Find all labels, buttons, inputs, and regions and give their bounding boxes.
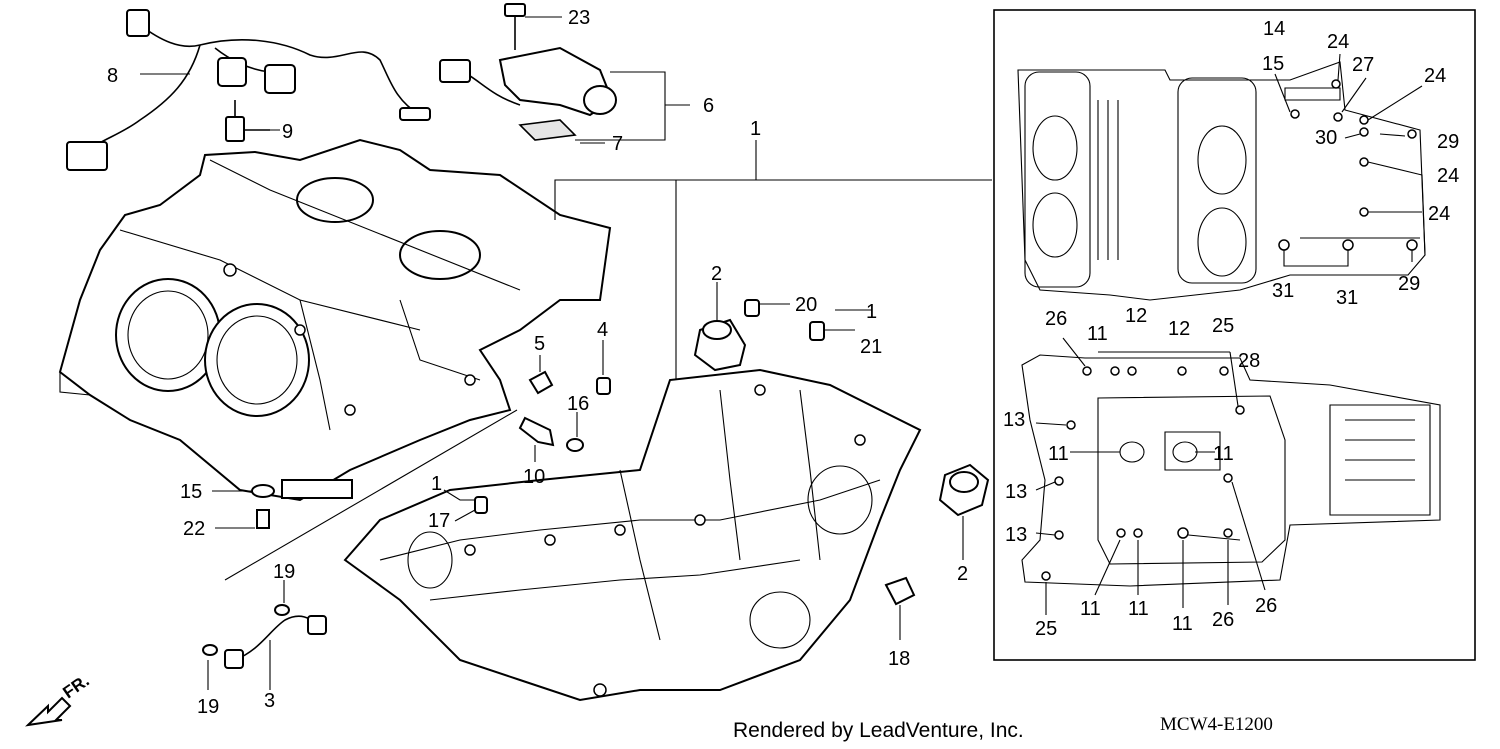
callout-22: 22	[183, 518, 205, 540]
callout-11-top: 11	[1087, 323, 1108, 345]
callout-29-top: 29	[1437, 131, 1459, 153]
callout-13-b: 13	[1005, 481, 1027, 503]
callout-24-c: 24	[1437, 165, 1459, 187]
callout-14: 14	[1263, 18, 1285, 40]
callout-18: 18	[888, 648, 910, 670]
callout-numbers: 8 9 23 6 7 1 2 20 1 21 4 5 16 10 15 22 1…	[107, 7, 1459, 718]
callout-11-bottom-a: 11	[1080, 598, 1101, 620]
callout-23: 23	[568, 7, 590, 29]
callout-19-upper: 19	[273, 561, 295, 583]
callout-4: 4	[597, 319, 608, 341]
oil-pressure-switch	[225, 100, 270, 142]
callout-1-lower: 1	[431, 473, 442, 495]
callout-26-bottom: 26	[1212, 609, 1234, 631]
callout-19-lower: 19	[197, 696, 219, 718]
inset-panel	[993, 9, 1476, 661]
callout-31-left: 31	[1272, 280, 1294, 302]
callout-17: 17	[428, 510, 450, 532]
small-parts	[202, 299, 990, 669]
front-direction-arrow: FR.	[25, 671, 93, 727]
wiring-harness	[66, 9, 431, 171]
callout-11-bottom-c: 11	[1172, 613, 1193, 635]
diagram-code: MCW4-E1200	[1160, 714, 1273, 735]
callout-31-right: 31	[1336, 287, 1358, 309]
callout-8: 8	[107, 65, 118, 87]
callout-30: 30	[1315, 127, 1337, 149]
render-credit: Rendered by LeadVenture, Inc.	[733, 719, 1024, 742]
callout-13-c: 13	[1005, 524, 1027, 546]
callout-7: 7	[612, 133, 623, 155]
callout-29-bottom: 29	[1398, 273, 1420, 295]
callout-6: 6	[703, 95, 714, 117]
callout-1-right: 1	[866, 301, 877, 323]
callout-24-b: 24	[1424, 65, 1446, 87]
callout-2-upper: 2	[711, 263, 722, 285]
callout-9: 9	[282, 121, 293, 143]
callout-13-a: 13	[1003, 409, 1025, 431]
callout-25-bottom: 25	[1035, 618, 1057, 640]
callout-5: 5	[534, 333, 545, 355]
callout-16: 16	[567, 393, 589, 415]
fr-label: FR.	[59, 671, 92, 702]
callout-11-right: 11	[1213, 443, 1234, 465]
callout-10: 10	[523, 466, 545, 488]
callout-15-inset: 15	[1262, 53, 1284, 75]
callout-21: 21	[860, 336, 882, 358]
callout-26-top: 26	[1045, 308, 1067, 330]
callout-2-right: 2	[957, 563, 968, 585]
callout-12-a: 12	[1125, 305, 1147, 327]
upper-crankcase	[58, 138, 612, 502]
callout-28: 28	[1238, 350, 1260, 372]
callout-24-a: 24	[1327, 31, 1349, 53]
callout-11-bottom-b: 11	[1128, 598, 1149, 620]
callout-1-top: 1	[750, 118, 761, 140]
callout-3: 3	[264, 690, 275, 712]
lower-crankcase	[343, 368, 922, 702]
callout-26-right: 26	[1255, 595, 1277, 617]
callout-15-left: 15	[180, 481, 202, 503]
callout-25-top: 25	[1212, 315, 1234, 337]
callout-27: 27	[1352, 54, 1374, 76]
callout-24-d: 24	[1428, 203, 1450, 225]
callout-11-left: 11	[1048, 443, 1069, 465]
callout-20: 20	[795, 294, 817, 316]
solenoid-valve	[439, 3, 690, 141]
callout-12-b: 12	[1168, 318, 1190, 340]
leader-lines	[140, 16, 992, 690]
